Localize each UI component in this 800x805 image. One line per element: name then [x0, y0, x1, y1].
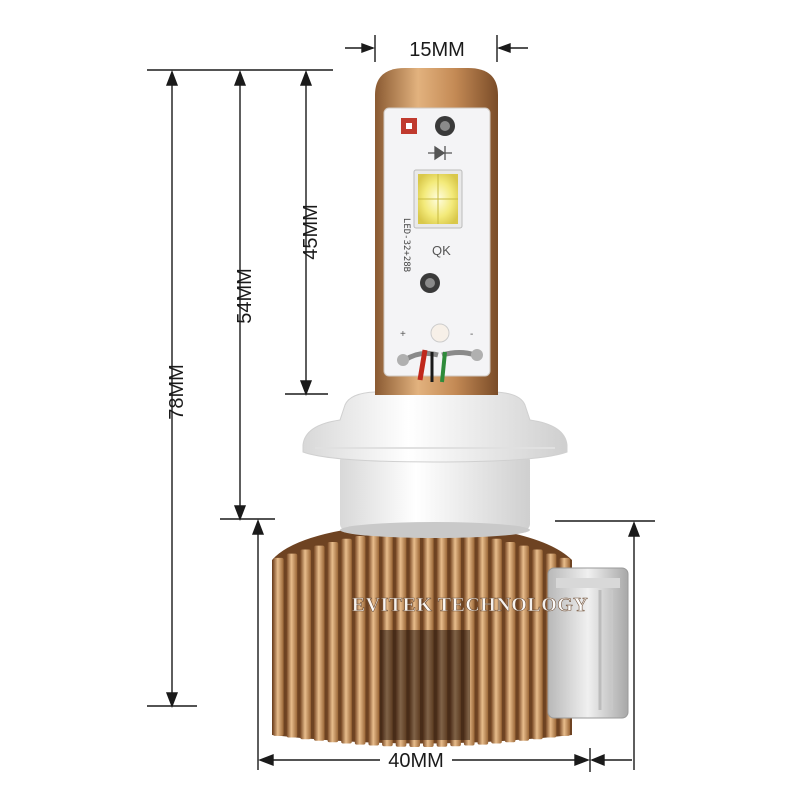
pcb-marking: LED-32+28B [401, 218, 411, 272]
heatsink-fin [368, 533, 380, 746]
svg-text:+: + [400, 329, 406, 340]
led-head: LED-32+28B QK + - [375, 68, 498, 395]
heatsink-fin [477, 535, 489, 745]
heatsink-fin [273, 557, 284, 736]
dim-base-width: 40MM [388, 750, 444, 772]
dimension-lines [147, 35, 655, 772]
socket-collar [302, 391, 568, 538]
heatsink-fin [518, 545, 530, 741]
heatsink-slot [380, 630, 470, 740]
driver-box [547, 567, 629, 719]
heatsink-fin [313, 545, 325, 741]
dim-top-width: 15MM [409, 39, 465, 61]
dim-head-height: 45MM [300, 204, 322, 260]
led-bulb: LED-32+28B QK + - [272, 68, 629, 747]
heatsink-fin [504, 542, 516, 743]
watermark-text: EVITEK TECHNOLOGY [352, 594, 589, 616]
pcb-logo: QK [432, 243, 451, 258]
heatsink [272, 522, 572, 747]
dim-total-height: 78MM [166, 364, 188, 420]
heatsink-fin [341, 538, 352, 744]
heatsink-fin [286, 553, 298, 738]
dim-mid-height: 54MM [234, 268, 256, 324]
svg-text:-: - [470, 329, 473, 340]
heatsink-fin [300, 549, 311, 740]
heatsink-fin [327, 542, 339, 743]
heatsink-fin [491, 538, 502, 744]
heatsink-fin [354, 535, 366, 745]
heatsink-fin [532, 549, 543, 740]
